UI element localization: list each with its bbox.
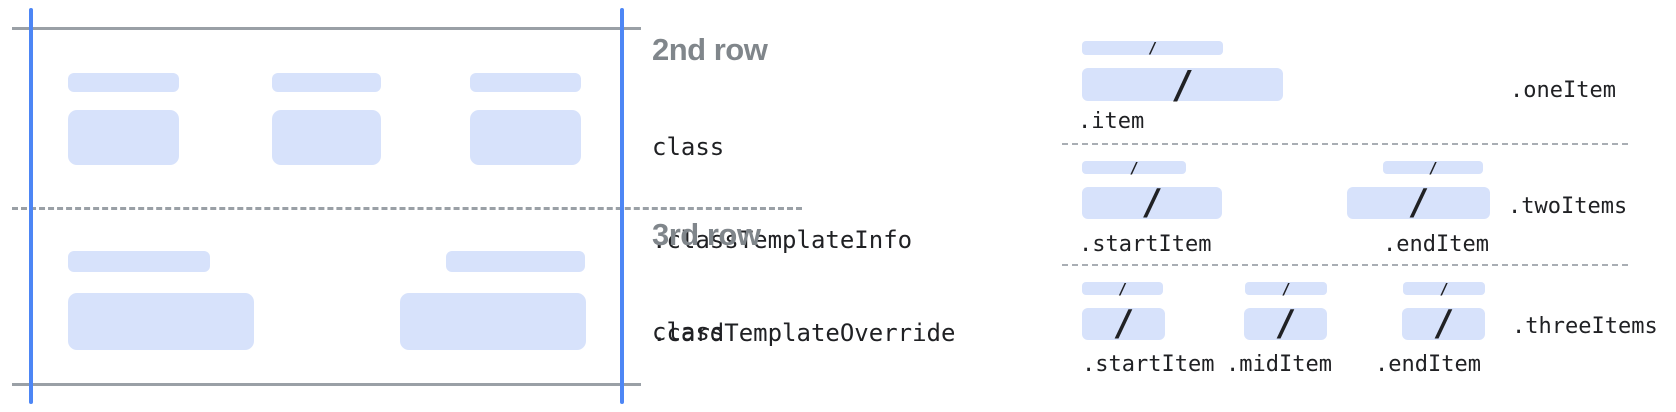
value-placeholder-bar xyxy=(272,110,381,165)
item-value-bar: / xyxy=(1082,66,1283,104)
row-code-block: class .classTemplateInfo .cardTemplateOv… xyxy=(652,70,999,412)
code-line: .cardTemplateOverride xyxy=(652,319,956,347)
code-line: .classTemplateInfo xyxy=(652,226,913,254)
item-value-bar: / xyxy=(1082,306,1165,342)
item-value-bar: / xyxy=(1347,185,1490,221)
card-right-guide-line xyxy=(620,8,624,404)
card-left-guide-line xyxy=(29,8,33,404)
label-placeholder-bar xyxy=(470,73,581,92)
value-placeholder-bar xyxy=(68,110,179,165)
card-bottom-boundary-line xyxy=(12,383,641,386)
item-field-label: .startItem xyxy=(1082,352,1215,377)
item-label-bar: / xyxy=(1082,41,1223,56)
section-name-label: .threeItems xyxy=(1512,314,1658,339)
item-label-bar: / xyxy=(1403,281,1485,296)
code-line: class xyxy=(652,133,725,161)
section-name-label: .oneItem xyxy=(1510,78,1616,103)
item-value-bar: / xyxy=(1402,306,1485,342)
item-field-label: .midItem xyxy=(1226,352,1332,377)
row-title: 2nd row xyxy=(652,32,768,67)
item-value-bar: / xyxy=(1244,306,1327,342)
section-divider-dashed-line xyxy=(1062,143,1628,145)
value-placeholder-bar xyxy=(68,293,254,350)
item-field-label: .startItem xyxy=(1079,232,1212,257)
row-title: 3rd row xyxy=(652,217,761,252)
label-placeholder-bar xyxy=(68,73,179,92)
item-label-bar: / xyxy=(1245,281,1327,296)
label-placeholder-bar xyxy=(272,73,381,92)
item-label-bar: / xyxy=(1082,160,1186,175)
label-placeholder-bar xyxy=(446,251,585,272)
item-field-label: .endItem xyxy=(1383,232,1489,257)
item-field-label: .endItem xyxy=(1375,352,1481,377)
item-field-label: .item xyxy=(1078,109,1145,134)
label-placeholder-bar xyxy=(68,251,210,272)
row-code-block: class .classTemplateInfo .cardTemplateOv… xyxy=(652,255,999,412)
code-line: class xyxy=(652,318,725,346)
value-placeholder-bar xyxy=(400,293,586,350)
row-divider-dashed-line xyxy=(12,207,802,210)
item-value-bar: / xyxy=(1082,185,1222,221)
item-label-bar: / xyxy=(1383,160,1483,175)
section-divider-dashed-line xyxy=(1062,264,1628,266)
item-label-bar: / xyxy=(1082,281,1163,296)
card-top-boundary-line xyxy=(12,27,641,30)
section-name-label: .twoItems xyxy=(1508,194,1628,219)
value-placeholder-bar xyxy=(470,110,581,165)
